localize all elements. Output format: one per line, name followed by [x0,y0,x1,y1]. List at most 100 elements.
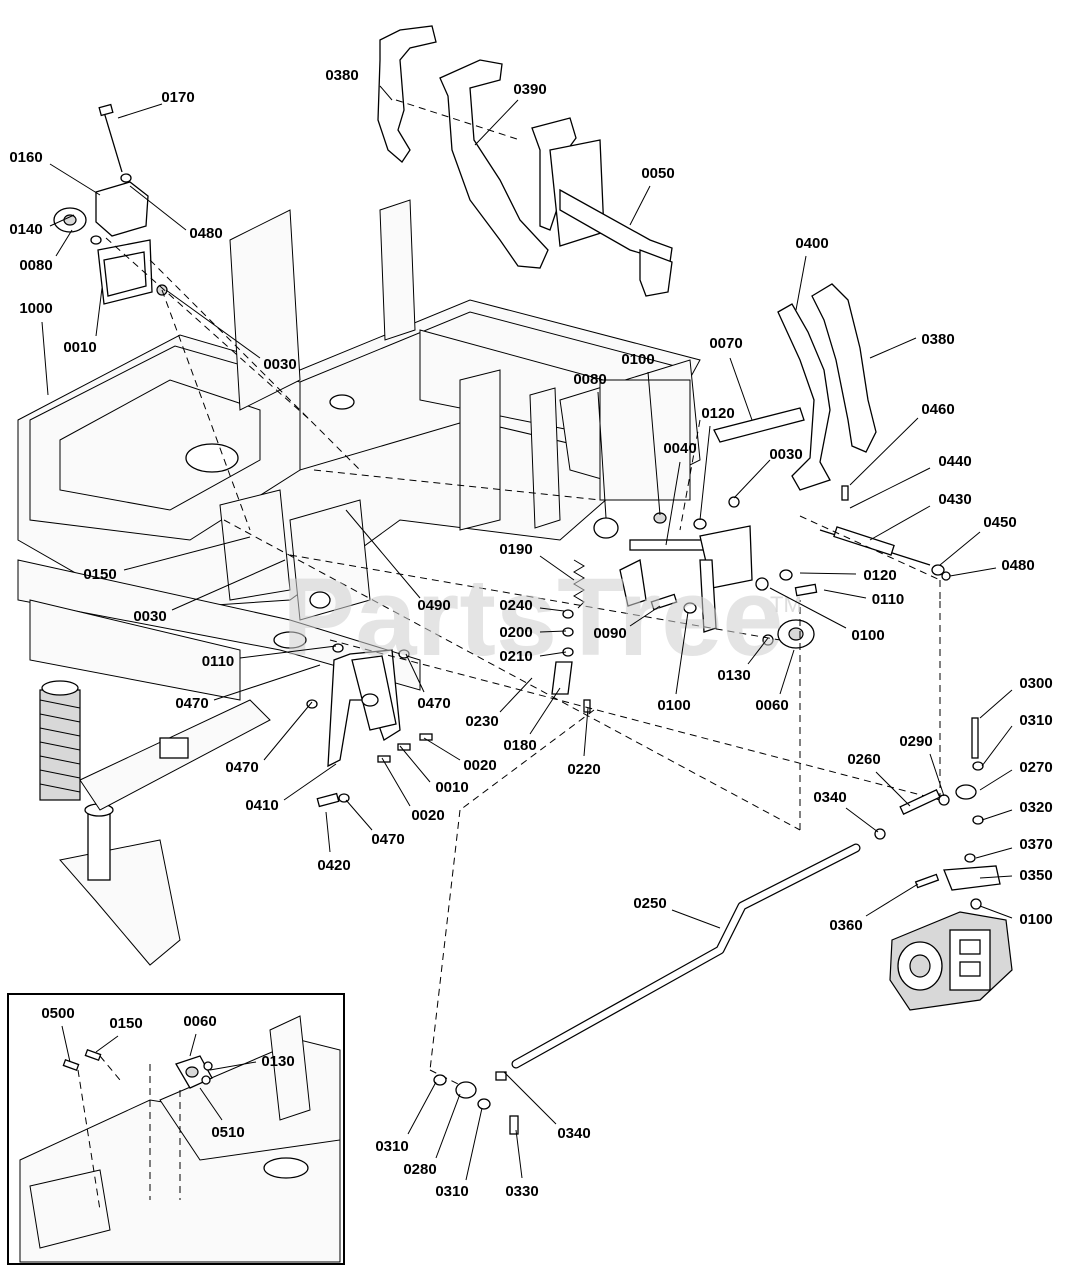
callout-0060-main[interactable]: 0060 [755,649,795,714]
part-number-label[interactable]: 0460 [921,401,954,418]
part-number-label[interactable]: 0340 [813,789,846,806]
part-number-label[interactable]: 0120 [863,567,896,584]
callout-0420[interactable]: 0420 [317,811,351,874]
callout-0400[interactable]: 0400 [795,235,829,311]
part-number-label[interactable]: 0450 [983,514,1016,531]
callout-0380-right[interactable]: 0380 [869,331,955,359]
callout-0480-right[interactable]: 0480 [949,557,1035,577]
callout-0480-top[interactable]: 0480 [129,185,223,242]
part-number-label[interactable]: 0470 [371,831,404,848]
inset-callout-0150-inset[interactable]: 0150 [95,1015,143,1053]
part-number-label[interactable]: 0470 [175,695,208,712]
callout-0050[interactable]: 0050 [629,165,675,226]
callout-0130-main[interactable]: 0130 [717,637,769,684]
part-number-label[interactable]: 0110 [202,653,235,670]
callout-0290[interactable]: 0290 [899,733,945,797]
callout-0120-b[interactable]: 0120 [799,567,897,584]
callout-0470-a[interactable]: 0470 [405,653,451,712]
callout-0090[interactable]: 0090 [593,605,661,642]
part-number-label[interactable]: 0070 [709,335,742,352]
inset-callout-0500[interactable]: 0500 [41,1005,75,1063]
part-number-label[interactable]: 0490 [417,597,450,614]
part-number-label[interactable]: 0300 [1019,675,1052,692]
part-number-label[interactable]: 0370 [1019,836,1052,853]
callout-0240[interactable]: 0240 [499,597,565,614]
part-number-label[interactable]: 0100 [657,697,690,714]
inset-callout-0130-inset[interactable]: 0130 [209,1053,295,1071]
callout-0150[interactable]: 0150 [83,536,251,583]
part-number-label[interactable]: 0150 [83,566,116,583]
callout-0100-c[interactable]: 0100 [657,611,691,714]
callout-0360[interactable]: 0360 [829,883,919,934]
part-number-label[interactable]: 0030 [263,356,296,373]
part-number-label[interactable]: 0180 [503,737,536,754]
part-number-label[interactable]: 0510 [211,1124,244,1141]
part-number-label[interactable]: 0130 [717,667,750,684]
part-number-label[interactable]: 0200 [499,624,532,641]
callout-0210[interactable]: 0210 [499,648,567,665]
part-number-label[interactable]: 0470 [417,695,450,712]
callout-0030-low[interactable]: 0030 [133,559,286,625]
callout-0310-b[interactable]: 0310 [375,1081,437,1155]
part-number-label[interactable]: 0280 [403,1161,436,1178]
callout-0100-b[interactable]: 0100 [769,587,885,644]
part-number-label[interactable]: 0030 [769,446,802,463]
part-number-label[interactable]: 1000 [19,300,52,317]
callout-0340-low[interactable]: 0340 [503,1071,591,1142]
callout-0370[interactable]: 0370 [975,836,1053,859]
part-number-label[interactable]: 0240 [499,597,532,614]
part-number-label[interactable]: 0110 [872,591,905,608]
part-number-label[interactable]: 0090 [593,625,626,642]
callout-0020-a[interactable]: 0020 [423,737,497,774]
part-number-label[interactable]: 0130 [261,1053,294,1070]
callout-0190[interactable]: 0190 [499,541,575,581]
callout-0040[interactable]: 0040 [663,440,697,546]
callout-0350[interactable]: 0350 [979,867,1053,884]
callout-0470-b[interactable]: 0470 [175,664,321,712]
callout-0180[interactable]: 0180 [503,687,561,754]
part-number-label[interactable]: 0480 [1001,557,1034,574]
part-number-label[interactable]: 0340 [557,1125,590,1142]
part-number-label[interactable]: 0390 [513,81,546,98]
callout-0010-low[interactable]: 0010 [399,745,469,796]
callout-0220[interactable]: 0220 [567,707,601,778]
part-number-label[interactable]: 0310 [375,1138,408,1155]
part-number-label[interactable]: 0430 [938,491,971,508]
callout-0430[interactable]: 0430 [869,491,972,541]
part-number-label[interactable]: 0100 [621,351,654,368]
part-number-label[interactable]: 0320 [1019,799,1052,816]
callout-0100-a[interactable]: 0100 [621,351,661,516]
callout-0110-a[interactable]: 0110 [823,589,905,608]
part-number-label[interactable]: 0310 [1019,712,1052,729]
part-number-label[interactable]: 0020 [463,757,496,774]
part-number-label[interactable]: 0400 [795,235,828,252]
part-number-label[interactable]: 0010 [435,779,468,796]
inset-callout-0510[interactable]: 0510 [199,1087,245,1141]
part-number-label[interactable]: 0100 [1019,911,1052,928]
part-number-label[interactable]: 0050 [641,165,674,182]
callout-0160[interactable]: 0160 [9,149,101,196]
callout-0310-a[interactable]: 0310 [981,712,1053,767]
callout-0300[interactable]: 0300 [979,675,1053,719]
callout-1000[interactable]: 1000 [19,300,53,396]
part-number-label[interactable]: 0310 [435,1183,468,1200]
callout-0410[interactable]: 0410 [245,763,337,814]
callout-0250[interactable]: 0250 [633,895,721,929]
callout-0120-a[interactable]: 0120 [699,405,735,521]
part-number-label[interactable]: 0100 [851,627,884,644]
callout-0340-top[interactable]: 0340 [813,789,879,833]
callout-0450[interactable]: 0450 [939,514,1017,566]
part-number-label[interactable]: 0220 [567,761,600,778]
part-number-label[interactable]: 0170 [161,89,194,106]
callout-0390[interactable]: 0390 [474,81,547,146]
callout-0070[interactable]: 0070 [709,335,753,421]
part-number-label[interactable]: 0480 [189,225,222,242]
callout-0080-mid[interactable]: 0080 [573,371,607,519]
callout-0140[interactable]: 0140 [9,214,75,238]
part-number-label[interactable]: 0350 [1019,867,1052,884]
callout-0440[interactable]: 0440 [849,453,972,509]
part-number-label[interactable]: 0330 [505,1183,538,1200]
callout-0490[interactable]: 0490 [345,509,451,614]
part-number-label[interactable]: 0020 [411,807,444,824]
part-number-label[interactable]: 0010 [63,339,96,356]
